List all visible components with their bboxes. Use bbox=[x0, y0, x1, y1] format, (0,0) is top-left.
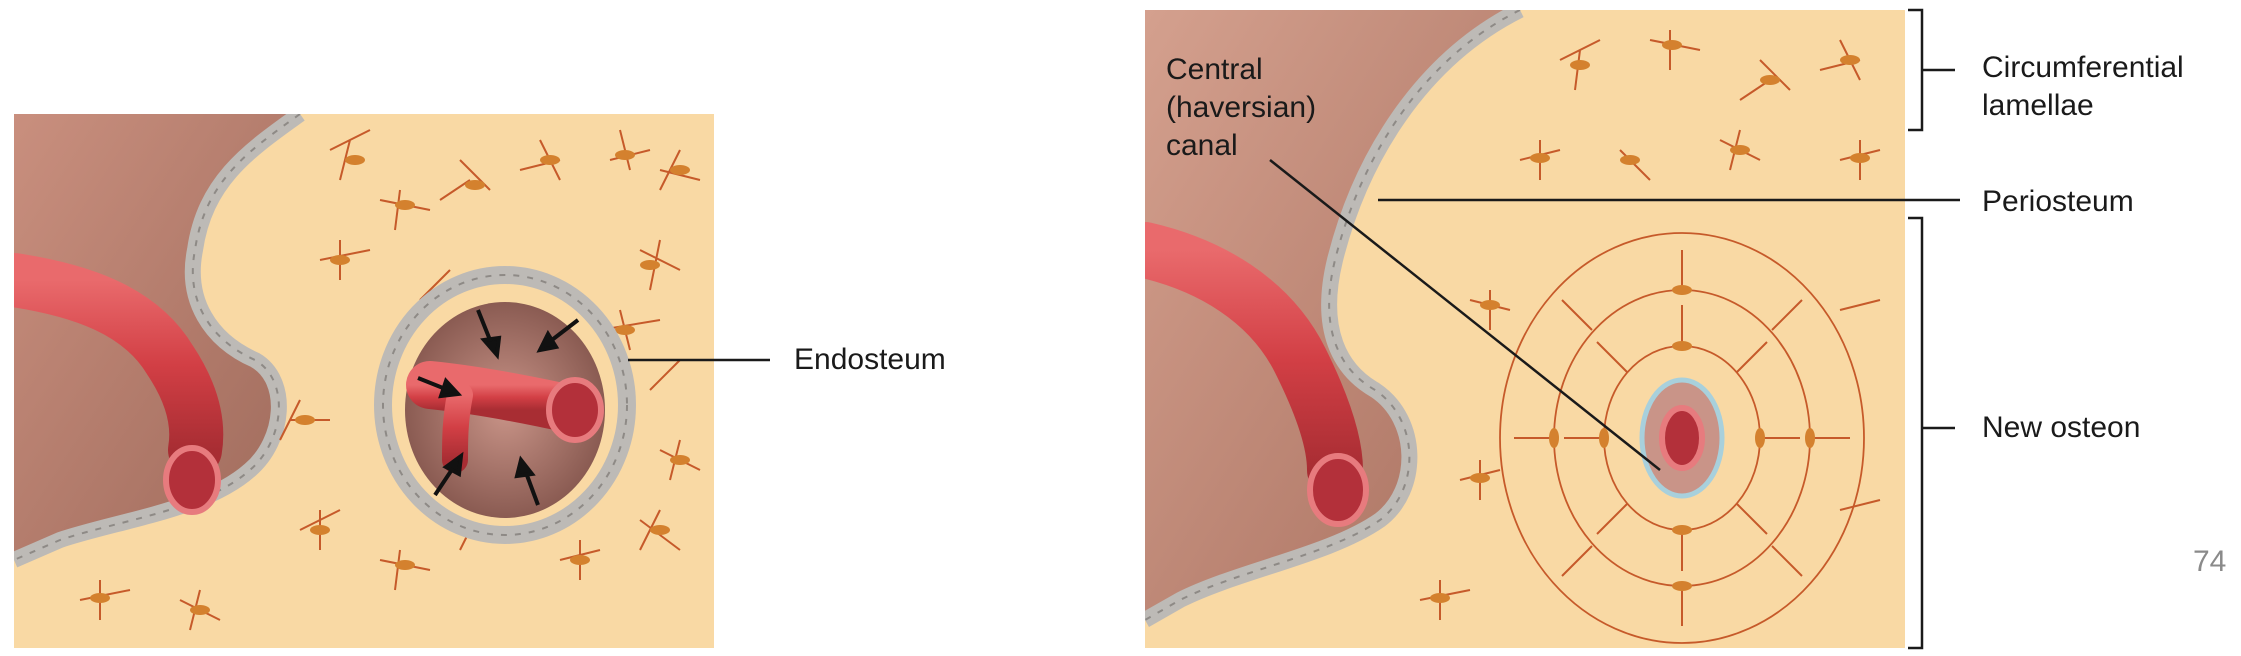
label-central-canal-line2: (haversian) bbox=[1166, 91, 1317, 124]
label-endosteum: Endosteum bbox=[794, 343, 946, 376]
right-panel-illustration bbox=[1145, 10, 1905, 648]
central-canal-leader-line bbox=[1269, 159, 1661, 471]
osteocytes-right bbox=[1430, 40, 1870, 603]
label-central-canal-line3: canal bbox=[1166, 129, 1238, 162]
new-osteon-bracket bbox=[1908, 216, 1955, 650]
circumferential-lamellae-bracket bbox=[1908, 8, 1955, 132]
label-new-osteon: New osteon bbox=[1982, 411, 2141, 444]
central-canal-vessel bbox=[1659, 405, 1705, 471]
marrow-cavity-right bbox=[1145, 10, 1520, 620]
blood-vessel-right bbox=[1145, 222, 1363, 498]
osteocytes-left bbox=[90, 150, 690, 615]
vessel-opening-right bbox=[1307, 453, 1369, 527]
label-circumferential-line2: lamellae bbox=[1982, 89, 2094, 122]
left-panel-illustration bbox=[14, 114, 714, 648]
label-periosteum: Periosteum bbox=[1982, 185, 2134, 218]
resorption-arrows bbox=[417, 309, 580, 506]
vessel-opening-left bbox=[163, 445, 221, 515]
label-central-canal-line1: Central bbox=[1166, 53, 1263, 86]
label-circumferential-line1: Circumferential bbox=[1982, 51, 2184, 84]
page-number: 74 bbox=[2193, 545, 2227, 578]
blood-vessel-left bbox=[14, 253, 224, 477]
